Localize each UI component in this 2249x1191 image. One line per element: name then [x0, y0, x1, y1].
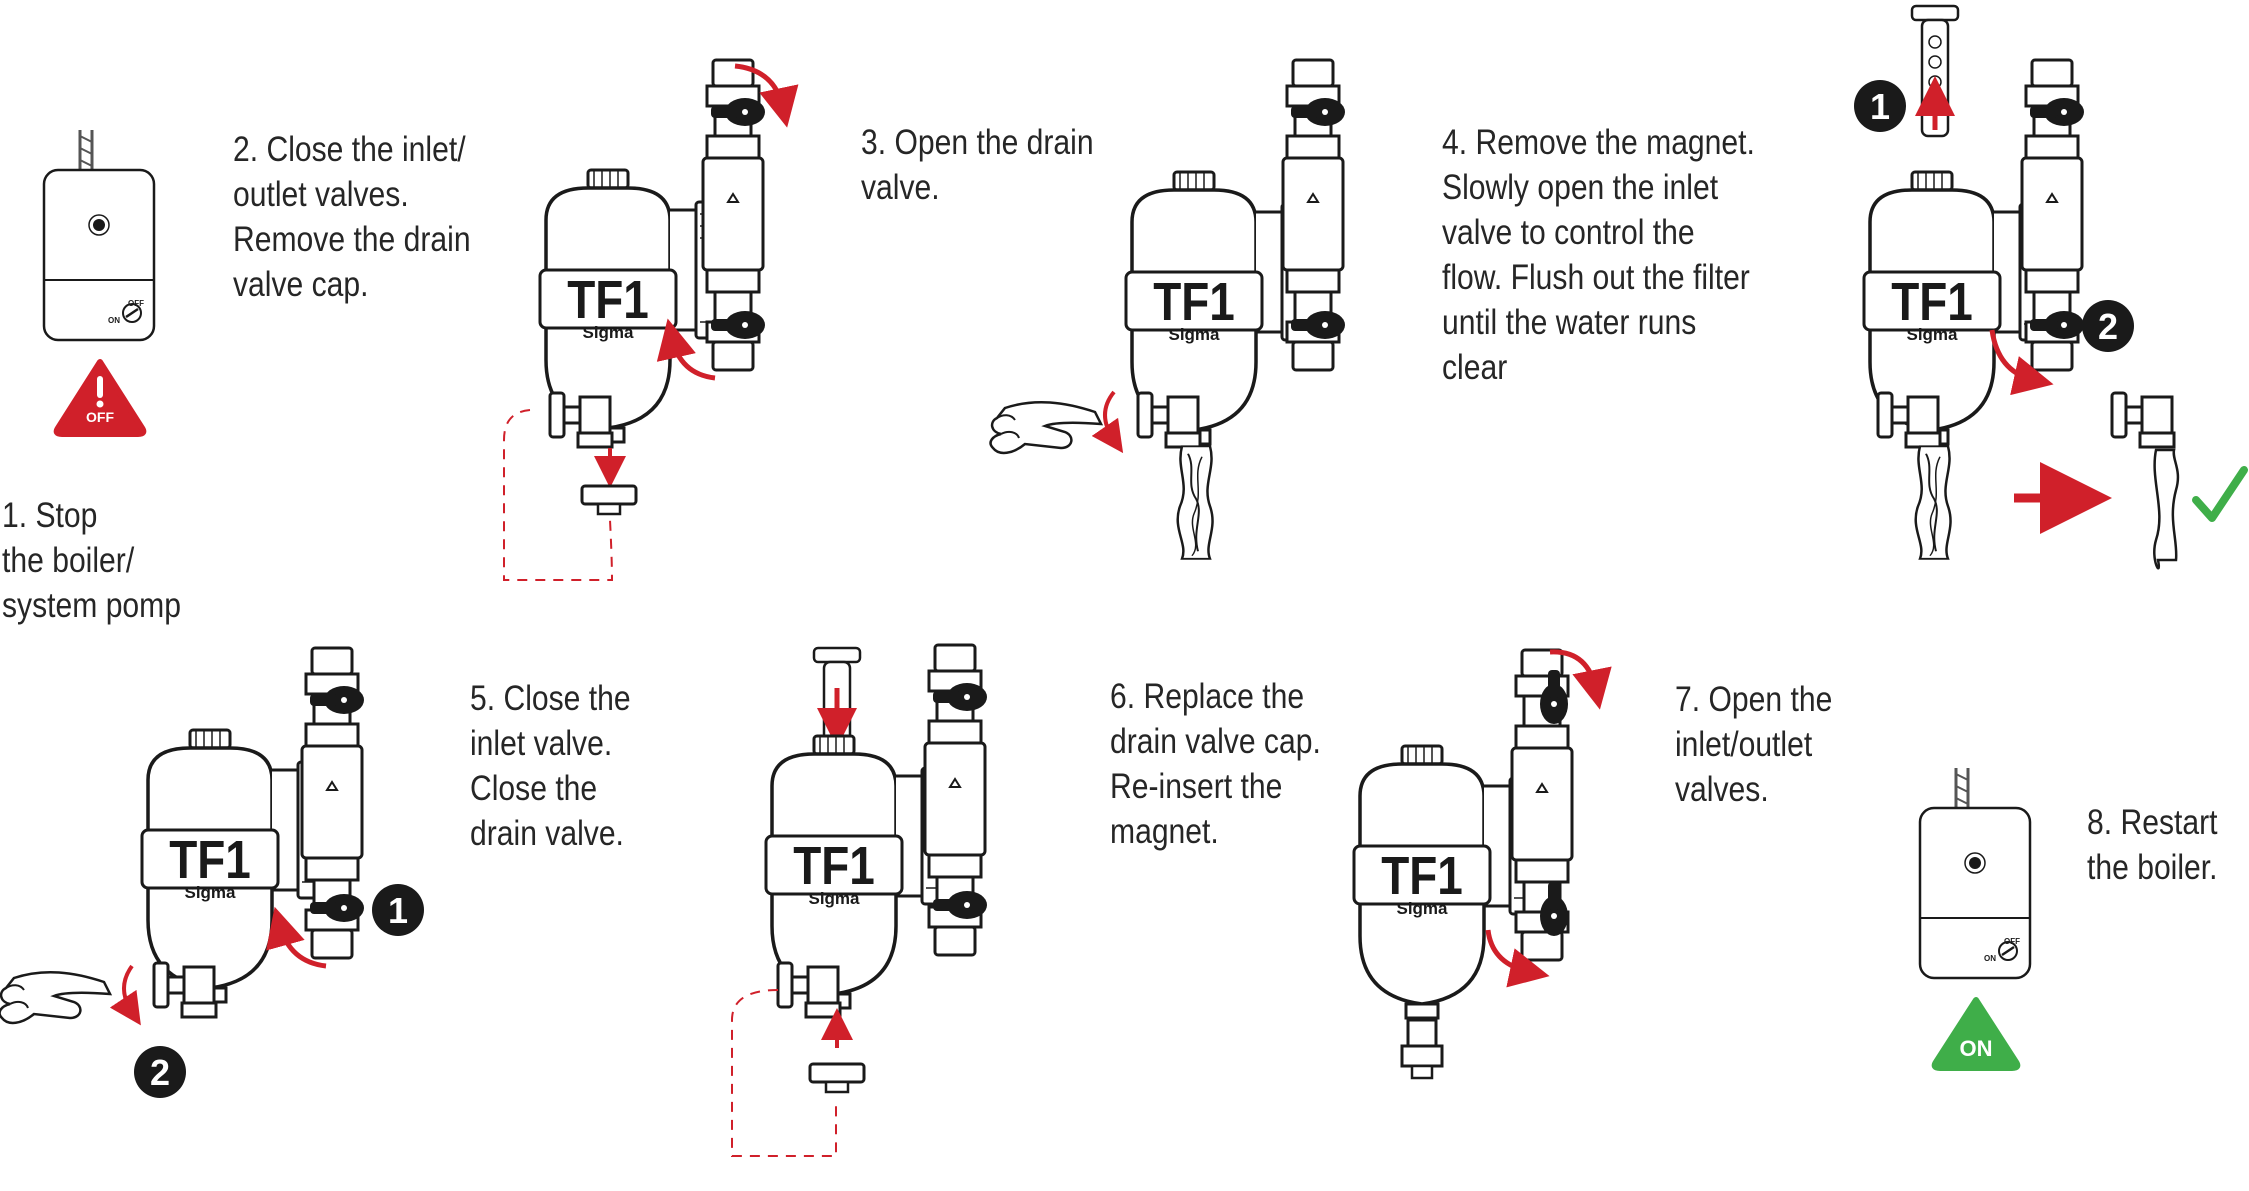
drain-knob-icon	[2110, 391, 2176, 449]
product-name-label: TF1	[793, 836, 875, 896]
svg-text:1: 1	[388, 890, 408, 931]
status-on-triangle-icon: ON	[1931, 997, 2021, 1071]
clear-water-stream-icon	[2153, 448, 2180, 570]
product-name-label: TF1	[567, 270, 649, 330]
turn-arrow-icon	[656, 318, 716, 381]
filter-step-7: TF1 Sigma	[1352, 744, 1536, 1020]
product-name-label: TF1	[1381, 846, 1463, 906]
filter-step-5: TF1 Sigma	[140, 728, 324, 1004]
step-4-text: 4. Remove the magnet. Slowly open the in…	[1442, 123, 1755, 387]
turn-arrow-icon	[1989, 329, 2054, 396]
product-name-label: TF1	[1153, 272, 1235, 332]
step-2-text: 2. Close the inlet/ outlet valves. Remov…	[233, 130, 471, 304]
filter-step-3: TF1 Sigma	[1124, 170, 1308, 446]
product-model-label: Sigma	[808, 889, 860, 908]
turn-arrow-icon	[266, 906, 327, 969]
product-model-label: Sigma	[1906, 325, 1958, 344]
checkmark-icon	[2192, 466, 2248, 522]
hand-icon	[0, 970, 112, 1025]
drain-knob-icon	[1876, 391, 1942, 449]
dashed-guide-icon	[731, 989, 837, 1157]
status-on-label: ON	[1960, 1036, 1993, 1061]
product-name-label: TF1	[1891, 272, 1973, 332]
boiler-off-switch-label: OFF	[2004, 937, 2020, 946]
drain-knob-icon	[548, 391, 614, 449]
filter-step-6: TF1 Sigma	[764, 734, 948, 1010]
hand-icon	[989, 400, 1103, 455]
svg-text:1: 1	[1870, 86, 1890, 127]
boiler-on-switch-label: ON	[1984, 954, 1996, 963]
drain-knob-icon	[1136, 391, 1202, 449]
drain-knob-icon	[152, 961, 218, 1019]
badge-1-icon: 1	[372, 884, 424, 936]
filter-step-2: TF1 Sigma	[538, 168, 722, 444]
step-3-text: 3. Open the drain valve.	[861, 123, 1094, 207]
turn-arrow-icon	[1549, 649, 1612, 710]
badge-2-icon: 2	[2082, 300, 2134, 352]
drain-valve-closed-icon	[1400, 1018, 1444, 1080]
water-stream-icon	[1176, 445, 1214, 560]
warning-off-label: OFF	[86, 409, 114, 425]
product-model-label: Sigma	[1168, 325, 1220, 344]
step-6-text: 6. Replace the drain valve cap. Re-inser…	[1110, 677, 1321, 851]
step-1-text: 1. Stop the boiler/ system pomp	[2, 496, 181, 625]
product-name-label: TF1	[169, 830, 251, 890]
product-model-label: Sigma	[1396, 899, 1448, 918]
product-model-label: Sigma	[582, 323, 634, 342]
warning-off-triangle-icon: OFF	[53, 359, 147, 437]
boiler-on-icon: OFF ON	[1918, 766, 2032, 980]
badge-2-icon: 2	[134, 1046, 186, 1098]
step-8-text: 8. Restart the boiler.	[2087, 803, 2218, 887]
dashed-guide-icon	[503, 409, 614, 581]
drain-cap-icon	[580, 484, 638, 516]
step-5-text: 5. Close the inlet valve. Close the drai…	[470, 679, 631, 853]
svg-text:2: 2	[2098, 306, 2118, 347]
drain-cap-icon	[808, 1062, 866, 1094]
badge-1-icon: 1	[1854, 80, 1906, 132]
turn-arrow-icon	[1485, 929, 1550, 988]
boiler-on-switch-label: ON	[108, 316, 120, 325]
water-stream-icon	[1914, 445, 1952, 560]
product-model-label: Sigma	[184, 883, 236, 902]
drain-knob-icon	[776, 961, 842, 1019]
rotate-arrow-icon	[109, 964, 141, 1026]
filter-step-4: TF1 Sigma	[1862, 170, 2046, 446]
svg-text:2: 2	[150, 1052, 170, 1093]
step-7-text: 7. Open the inlet/outlet valves.	[1675, 680, 1833, 809]
boiler-off-icon: OFF ON	[42, 128, 156, 342]
rotate-arrow-icon	[1091, 390, 1124, 454]
turn-arrow-icon	[734, 63, 799, 128]
boiler-off-switch-label: OFF	[128, 299, 144, 308]
